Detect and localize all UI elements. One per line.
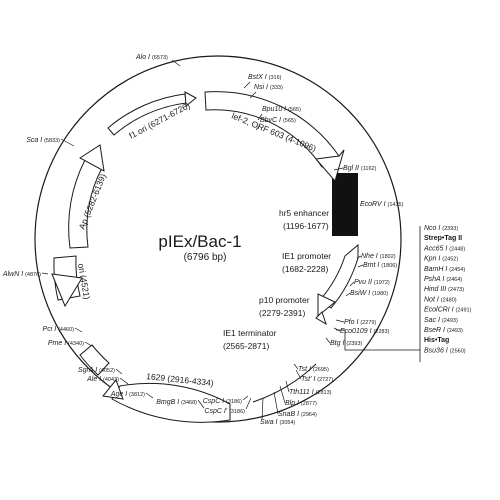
restriction-site-labels: Alo I (6573) BstX I (316) Nsi I (333) Bpu10… [2,54,404,426]
orf1629-arrow-tail [79,344,110,376]
mcs-item: BamH I (2454) [424,266,465,273]
site-label-bpu10: Bpu10 I (565) [262,106,301,113]
site-label-pme: Pme I (4340) [48,340,84,347]
site-tick-bsiw [345,292,351,297]
site-label-btg: Btg I (2393) [330,340,362,347]
site-label-cspc: CspC I (3186) [203,398,242,405]
mcs-item: Not I (2480) [424,296,457,303]
site-tick-tst [293,363,299,370]
site-label-bmt: Bmt I (1806) [363,262,397,269]
site-tick-pme [84,341,93,347]
site-tick-nhe [356,255,362,259]
plasmid-size: (6796 bp) [184,252,227,263]
site-label-age: Age I (3812) [110,391,145,398]
mcs-item: Nco I (2393) [424,225,458,232]
feature-p10-promoter-line1: p10 promoter [259,295,310,305]
site-label-pvu: Pvu II (1972) [354,279,390,286]
site-tick-btg [325,337,331,344]
site-tick-bmgb [197,399,205,409]
site-tick-alo [171,59,181,67]
feature-ie1-promoter-line2: (1682-2228) [282,264,328,274]
site-label-ale: Ale I (4043) [86,376,119,383]
mcs-item: Strep•Tag II [424,235,462,242]
mcs-item: EcolCRI I (2491) [424,307,472,314]
site-label-ecorv: EcoRV I (1435) [360,201,404,208]
site-label-nsi: Nsi I (333) [254,84,283,91]
f1-ori-arrowhead [184,91,197,107]
site-tick-cspc2 [245,397,252,410]
mcs-site-list: Nco I (2393) Strep•Tag II Acc65 I (2448) Kp… [423,225,472,354]
site-tick-bpu10 [257,113,263,121]
site-tick-age [145,392,154,399]
mcs-item: Hind III (2473) [424,286,464,293]
feature-ie1-terminator-line1: IE1 terminator [223,328,277,338]
site-tick-bstx [243,81,251,89]
site-tick-pvu [349,281,355,287]
p10-promoter-arrow [315,311,327,326]
site-label-sgra: SgrA I (4052) [78,367,115,374]
ief2-arrowhead [315,149,345,183]
mcs-item: PshA I (2464) [424,276,462,283]
site-label-bstx: BstX I (316) [248,74,282,81]
site-label-bsiw: BsiW I (1980) [350,290,388,297]
feature-hr5-line2: (1196-1677) [283,221,329,231]
feature-p10-promoter-line2: (2279-2391) [259,308,305,318]
site-tick-alwn [41,272,49,275]
site-label-tth111: Tth111 I (2813) [289,389,332,396]
site-label-pci: Pci I (4460) [43,326,75,333]
site-ticks [41,59,364,421]
site-tick-bmt [357,264,364,268]
site-label-blp: Blp I (2877) [285,400,317,407]
orf1629-arrow-band [111,382,231,423]
site-tick-tth111 [285,380,290,393]
site-tick-snab [273,391,279,415]
feature-hr5-line1: hr5 enhancer [279,208,329,218]
site-label-tst: Tst I (2695) [298,366,329,373]
mcs-leader-line [336,329,420,351]
site-label-alwn: AlwN I (4876) [2,271,41,278]
feature-ie1-terminator-line2: (2565-2871) [223,341,269,351]
mcs-item: Kpn I (2452) [424,256,458,263]
site-tick-blp [279,385,286,404]
site-label-bmgb: BmgB I (3468) [156,399,197,406]
site-label-tst2: Tst' I (2727) [301,376,333,383]
site-label-nhe: Nhe I (1802) [361,253,396,260]
mcs-item: His•Tag [424,337,449,344]
ie1-terminator-arc [252,363,317,403]
mcs-item: Bsu36 I (2560) [424,347,466,354]
site-label-snab: SnaB I (2964) [278,411,317,418]
ap-arrowhead [79,144,105,172]
mcs-item: Sac I (2493) [424,317,458,324]
site-label-bgl: Bgl II (1162) [343,165,377,172]
site-tick-tst2 [295,369,302,380]
site-tick-eco0109 [333,327,341,332]
site-tick-cspc [242,395,249,401]
mcs-item: Acc65 I (2448) [423,245,465,252]
site-tick-swa [261,397,264,421]
ie1-promoter-arrowhead [317,293,336,318]
site-tick-bbvc [255,124,261,131]
site-label-cspc2: CspC I' (3186) [204,408,245,415]
site-label-alo: Alo I (6573) [135,54,168,61]
feature-ie1-promoter-line1: IE1 promoter [282,251,331,261]
site-tick-sgra [115,368,123,375]
site-tick-sca [60,138,75,147]
site-label-swa: Swa I (3054) [260,419,296,426]
plasmid-title: pIEx/Bac-1 [158,232,241,251]
site-tick-nsi [249,91,257,99]
ori-arrowhead [51,273,83,308]
site-tick-bgl [333,167,344,171]
mcs-item: BseR I (2493) [424,327,463,334]
site-label-sca: Sca I (5833) [26,137,60,144]
site-label-pfo: Pfo I (2279) [344,319,376,326]
site-tick-pfo [335,319,345,323]
hr5-enhancer-block [332,173,358,236]
site-tick-ale [119,377,129,385]
site-tick-pci [74,327,83,333]
site-label-eco0109: Eco0109 I (2283) [340,328,390,335]
orf1629-arrowhead [102,379,124,400]
site-label-bbvc: BbvC I (565) [260,117,296,124]
